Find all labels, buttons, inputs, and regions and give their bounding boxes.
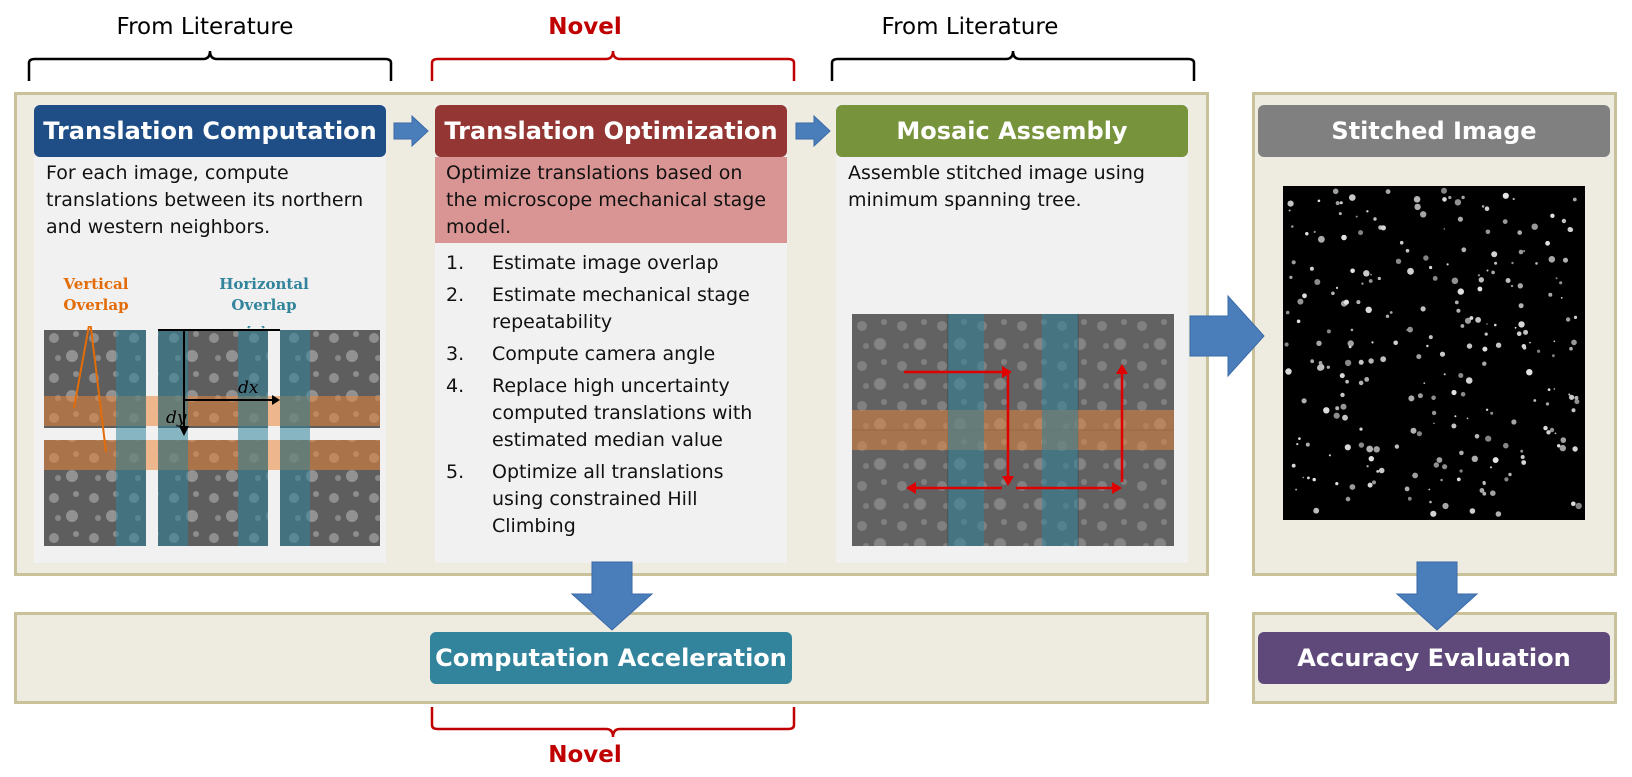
from-literature-label-left: From Literature	[116, 14, 294, 40]
translation-optimization-description: Optimize translations based on the micro…	[446, 162, 767, 238]
overlap-tile-grid	[44, 326, 380, 546]
optimization-step: 1.Estimate image overlap	[446, 252, 719, 274]
translation-computation-header: Translation Computation	[34, 105, 386, 157]
bracket-novel-bottom	[430, 707, 796, 738]
translation-optimization-highlight	[435, 157, 787, 243]
novel-label-bottom: Novel	[548, 742, 622, 768]
arrow-down-icon	[1395, 561, 1479, 631]
computation-acceleration-header: Computation Acceleration	[430, 632, 792, 684]
stitched-image-header: Stitched Image	[1258, 105, 1610, 157]
arrow-right-icon	[795, 114, 831, 148]
translation-optimization-header: Translation Optimization	[435, 105, 787, 157]
horizontal-overlap-label: Horizontal Overlap	[219, 275, 309, 314]
mosaic-tree-image	[852, 314, 1174, 546]
optimization-step: 4.Replace high uncertainty computed tran…	[446, 375, 753, 451]
accuracy-evaluation-header: Accuracy Evaluation	[1258, 632, 1610, 684]
bracket-literature-right	[830, 50, 1196, 81]
arrow-down-icon	[570, 561, 654, 631]
optimization-steps-list: 1.Estimate image overlap 2.Estimate mech…	[446, 250, 776, 545]
mosaic-assembly-header: Mosaic Assembly	[836, 105, 1188, 157]
arrow-right-icon	[1189, 294, 1265, 378]
from-literature-label-right: From Literature	[881, 14, 1059, 40]
optimization-step: 5.Optimize all translations using constr…	[446, 461, 724, 537]
stitched-image	[1283, 186, 1585, 520]
bracket-novel-top	[430, 50, 796, 81]
dx-label: dx	[238, 378, 259, 398]
dy-label: dy	[166, 408, 187, 428]
arrow-right-icon	[393, 114, 429, 148]
novel-label-top: Novel	[548, 14, 622, 40]
vertical-overlap-label: Vertical Overlap	[63, 275, 129, 314]
optimization-step: 3.Compute camera angle	[446, 343, 716, 365]
bracket-literature-left	[27, 50, 393, 81]
translation-computation-description: For each image, compute translations bet…	[46, 162, 364, 238]
mosaic-assembly-description: Assemble stitched image using minimum sp…	[848, 162, 1145, 211]
optimization-step: 2.Estimate mechanical stage repeatabilit…	[446, 284, 750, 333]
